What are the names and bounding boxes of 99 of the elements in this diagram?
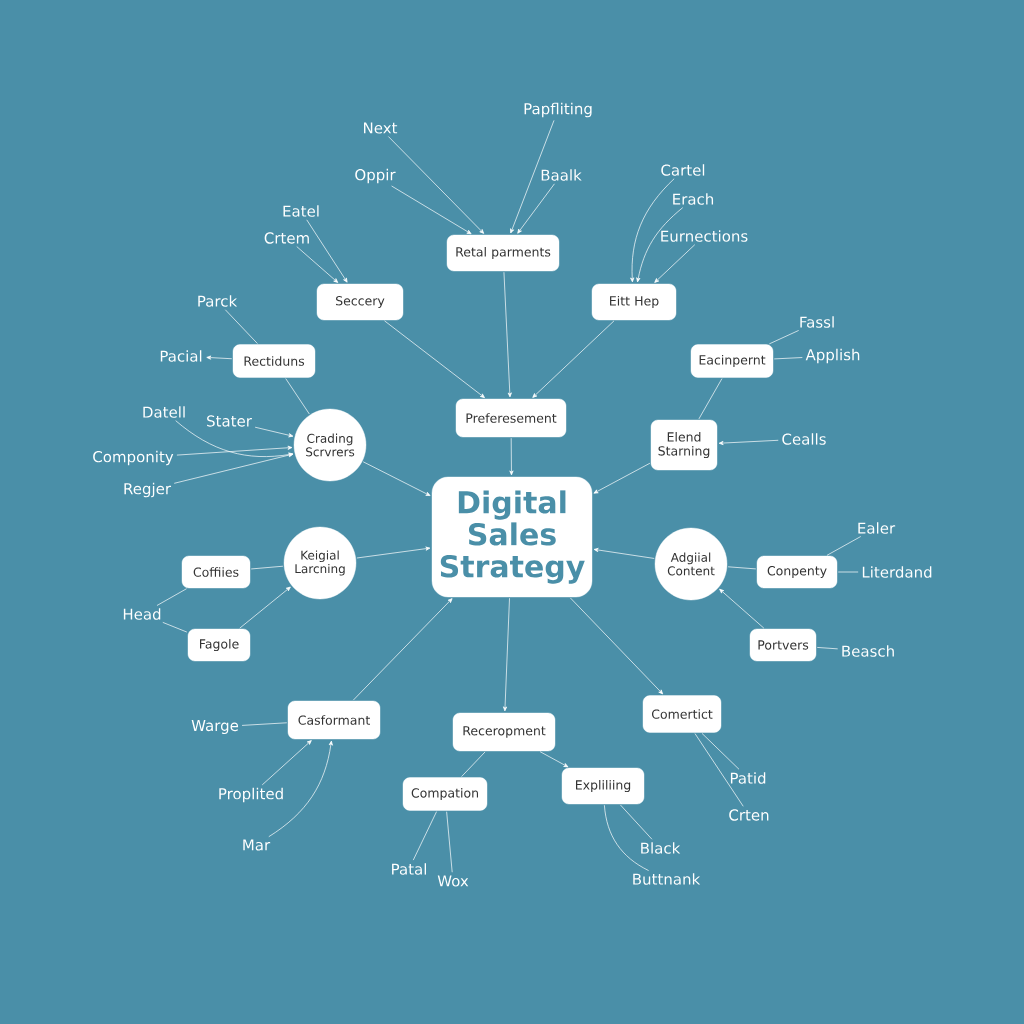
connector-line [412, 811, 437, 861]
topic-box: Portvers [749, 628, 817, 662]
connector-line [156, 588, 187, 606]
connector-line [698, 378, 723, 420]
connector-line [768, 330, 799, 345]
arrow [239, 586, 291, 629]
arrow [206, 355, 233, 360]
arrow [510, 120, 555, 234]
arrow [719, 588, 765, 629]
arrow [718, 439, 779, 446]
topic-box: Coffiies [181, 555, 251, 589]
leader-text: Papfliting [524, 102, 592, 118]
connector-line [241, 722, 288, 726]
arrow [296, 246, 339, 283]
arrow [593, 547, 655, 559]
topic-box: Fagole [187, 628, 251, 662]
leader-text: Wox [437, 875, 469, 887]
leader-text: Stater [207, 415, 252, 427]
arrow [306, 219, 348, 283]
leader-text: Mar [243, 839, 271, 851]
leader-text: Warge [191, 720, 239, 735]
leader-text: Erach [673, 193, 714, 205]
arrow [654, 244, 696, 283]
connector-line [604, 804, 649, 871]
connector-line [816, 647, 839, 650]
arrow [254, 426, 294, 438]
leader-text: Head [123, 608, 161, 620]
topic-box: Retal parments [446, 234, 560, 272]
topic-box: Receropment [452, 712, 556, 752]
arrow [391, 185, 472, 235]
arrow [268, 740, 333, 838]
leader-text: Beasch [842, 645, 894, 657]
topic-box: Compation [402, 777, 488, 811]
topic-box: Elend Starning [650, 419, 718, 471]
connector-line [224, 309, 258, 344]
topic-box: Comertict [642, 695, 722, 733]
leader-text: Fassl [800, 316, 834, 328]
leader-text: Eatel [283, 205, 319, 217]
leader-text: Crtem [264, 232, 309, 244]
leader-text: Ealer [858, 522, 896, 534]
connector-line [701, 733, 740, 770]
leader-text: Proplited [219, 787, 283, 803]
connector-line [727, 566, 757, 570]
arrow [384, 320, 485, 398]
arrow [636, 207, 684, 283]
arrow [173, 453, 294, 484]
leader-text: Literdand [862, 566, 932, 578]
connector-line [446, 811, 453, 873]
arrow [539, 751, 569, 768]
topic-box: Conpenty [756, 555, 838, 589]
leader-text: Parck [198, 295, 238, 307]
connector-line [162, 622, 188, 633]
leader-text: Cartel [661, 164, 705, 176]
arrow [388, 136, 485, 234]
leader-text: Crten [729, 809, 769, 821]
leader-text: Next [364, 122, 398, 134]
connector-line [773, 357, 803, 360]
leader-text: Oppir [355, 168, 396, 184]
leader-text: Patid [730, 772, 766, 784]
leader-text: Black [641, 842, 681, 854]
topic-box: Casformant [287, 700, 381, 740]
connector-line [285, 378, 310, 415]
arrow [176, 445, 293, 456]
title-box: Digital Sales Strategy [431, 476, 593, 598]
connector-line [837, 571, 859, 573]
topic-box: Rectiduns [232, 344, 316, 378]
arrow [570, 597, 664, 695]
topic-box: Expliliing [561, 767, 645, 805]
arrow [532, 320, 615, 398]
leader-text: Baalk [541, 169, 582, 181]
arrow [362, 461, 431, 496]
leader-text: Pacial [160, 350, 202, 362]
arrow [261, 740, 312, 786]
leader-text: Regjer [124, 482, 172, 498]
topic-box: Preferesement [455, 398, 567, 438]
topic-box: Eacinpernt [690, 344, 774, 378]
leader-text: Componity [93, 450, 174, 466]
leader-text: Applish [805, 348, 860, 364]
arrow [356, 546, 431, 559]
arrow [503, 271, 512, 398]
leader-text: Datell [143, 406, 185, 418]
arrow [353, 598, 453, 701]
connector-line [694, 733, 744, 807]
arrow [517, 183, 555, 234]
arrow [503, 597, 510, 712]
connector-line [826, 536, 862, 556]
leader-text: Buttnank [633, 873, 701, 885]
arrow [175, 420, 294, 457]
arrow [593, 462, 651, 494]
topic-box: Eitt Hep [591, 283, 677, 321]
connector-line [461, 751, 486, 777]
leader-text: Cealls [782, 433, 826, 445]
connector-line [250, 565, 284, 570]
connector-line [620, 804, 653, 840]
arrow [509, 437, 514, 476]
leader-text: Patal [392, 863, 426, 875]
topic-box: Seccery [316, 283, 404, 321]
leader-text: Eurnections [661, 230, 748, 242]
arrow [630, 178, 675, 283]
